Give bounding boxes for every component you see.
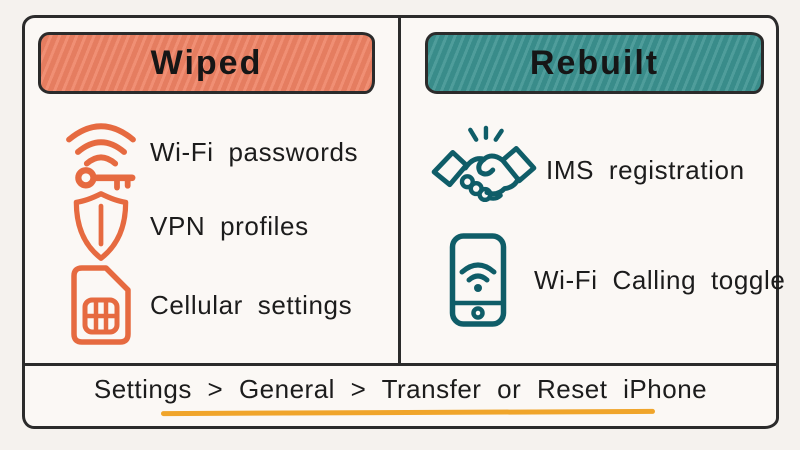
handshake-icon [422, 125, 546, 215]
list-item-label: Wi-Fi Calling toggle [534, 264, 786, 295]
list-item-vpn-profiles: VPN profiles [52, 188, 392, 264]
sim-card-icon [52, 264, 150, 346]
list-item-ims-registration: IMS registration [422, 124, 774, 216]
list-item-label: Cellular settings [150, 289, 353, 320]
list-item-cellular-settings: Cellular settings [52, 262, 392, 348]
column-divider [398, 17, 401, 365]
shield-icon [52, 189, 150, 263]
list-item-wifi-passwords: Wi-Fi passwords [52, 108, 392, 196]
phone-wifi-icon [422, 232, 534, 328]
list-item-wifi-calling-toggle: Wi-Fi Calling toggle [422, 230, 785, 330]
breadcrumb: Settings > General > Transfer or Reset i… [93, 374, 708, 404]
list-item-label: VPN profiles [150, 210, 309, 241]
list-item-label: IMS registration [546, 154, 745, 185]
footer-divider [24, 363, 777, 366]
list-item-label: Wi-Fi passwords [150, 136, 359, 167]
rebuilt-header-label: Rebuilt [529, 43, 660, 82]
wiped-header-label: Wiped [150, 43, 263, 82]
rebuilt-header: Rebuilt [425, 32, 764, 94]
wiped-header: Wiped [38, 32, 375, 94]
wifi-key-icon [52, 108, 150, 196]
